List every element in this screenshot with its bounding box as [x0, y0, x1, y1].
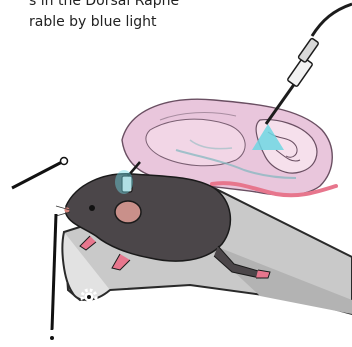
control-handle-horizontal[interactable] — [12, 158, 68, 189]
gear-icon[interactable] — [45, 331, 59, 345]
optic-fiber — [266, 4, 352, 124]
control-handle-vertical[interactable] — [52, 214, 56, 330]
